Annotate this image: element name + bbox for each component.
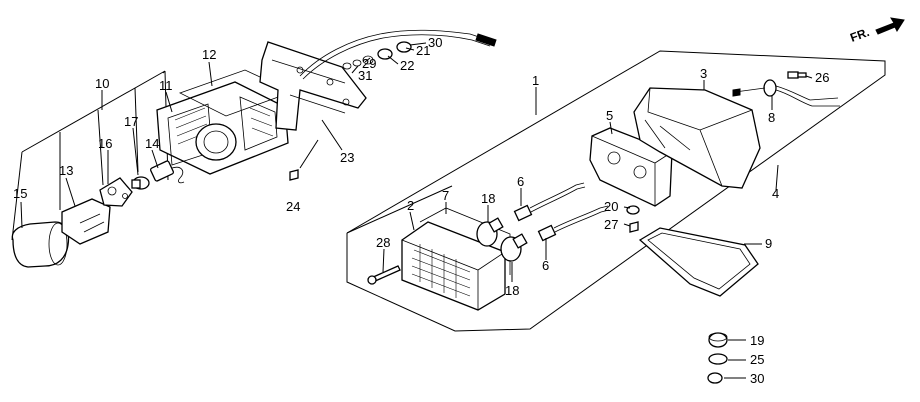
- callout-8: 8: [768, 110, 775, 125]
- callout-4: 4: [772, 186, 779, 201]
- callout-30-lower: 30: [750, 371, 764, 386]
- callout-10: 10: [95, 76, 109, 91]
- callout-20: 20: [604, 199, 618, 214]
- callout-13: 13: [59, 163, 73, 178]
- part-8-wire-socket: [732, 79, 840, 107]
- part-18-bulbs: [476, 217, 528, 262]
- callout-22: 22: [400, 58, 414, 73]
- callout-11: 11: [159, 78, 173, 93]
- callout-labels: 1 2 3 4 5 6 6 7 8 9 10 11 12 13 14 15 16…: [13, 35, 829, 386]
- parts-21-22-29-30-31-fasteners: [342, 41, 412, 70]
- part-9-gasket: [638, 227, 759, 297]
- license-wire-harness: [299, 29, 497, 80]
- callout-1: 1: [532, 73, 539, 88]
- callout-5: 5: [606, 108, 613, 123]
- front-direction-indicator: FR.: [848, 17, 905, 45]
- part-15-lens-cap: [11, 221, 70, 268]
- callout-24: 24: [286, 199, 300, 214]
- callout-3: 3: [700, 66, 707, 81]
- callout-2: 2: [407, 198, 414, 213]
- part-16-gasket: [99, 177, 133, 207]
- callout-23: 23: [340, 150, 354, 165]
- callout-18-lower: 18: [505, 283, 519, 298]
- callout-27: 27: [604, 217, 618, 232]
- part-13-socket-housing: [61, 198, 111, 245]
- callout-6-lower: 6: [542, 258, 549, 273]
- part-26-screw: [787, 71, 807, 79]
- callout-14: 14: [145, 136, 159, 151]
- part-2-lens: [401, 221, 506, 311]
- part-28-screw: [367, 265, 401, 285]
- callout-9: 9: [765, 236, 772, 251]
- callout-25: 25: [750, 352, 764, 367]
- callout-6-upper: 6: [517, 174, 524, 189]
- callout-29: 29: [362, 56, 376, 71]
- leader-lines: [20, 42, 813, 379]
- callout-26: 26: [815, 70, 829, 85]
- callout-21: 21: [416, 43, 430, 58]
- part-24-grommet: [289, 169, 299, 181]
- callout-19: 19: [750, 333, 764, 348]
- part-11-license-lamp-base: [156, 81, 289, 175]
- part-17-bulb: [131, 176, 150, 190]
- parts-20-27-nut-screw: [626, 205, 640, 233]
- tail-light-assembly-outline: [346, 50, 886, 332]
- part-3-housing: [633, 87, 761, 189]
- callout-15: 15: [13, 186, 27, 201]
- callout-18-upper: 18: [481, 191, 495, 206]
- parts-19-25-30-grommets: [707, 332, 728, 384]
- callout-31: 31: [358, 68, 372, 83]
- part-23-license-bracket: [259, 41, 367, 131]
- callout-12: 12: [202, 47, 216, 62]
- front-label: FR.: [848, 25, 871, 45]
- part-6-sockets: [513, 182, 610, 242]
- callout-30-upper: 30: [428, 35, 442, 50]
- callout-28: 28: [376, 235, 390, 250]
- front-arrow-icon: [875, 17, 905, 35]
- part-14-socket-wire: [149, 160, 185, 184]
- callout-7: 7: [442, 188, 449, 203]
- callout-16: 16: [98, 136, 112, 151]
- callout-17: 17: [124, 114, 138, 129]
